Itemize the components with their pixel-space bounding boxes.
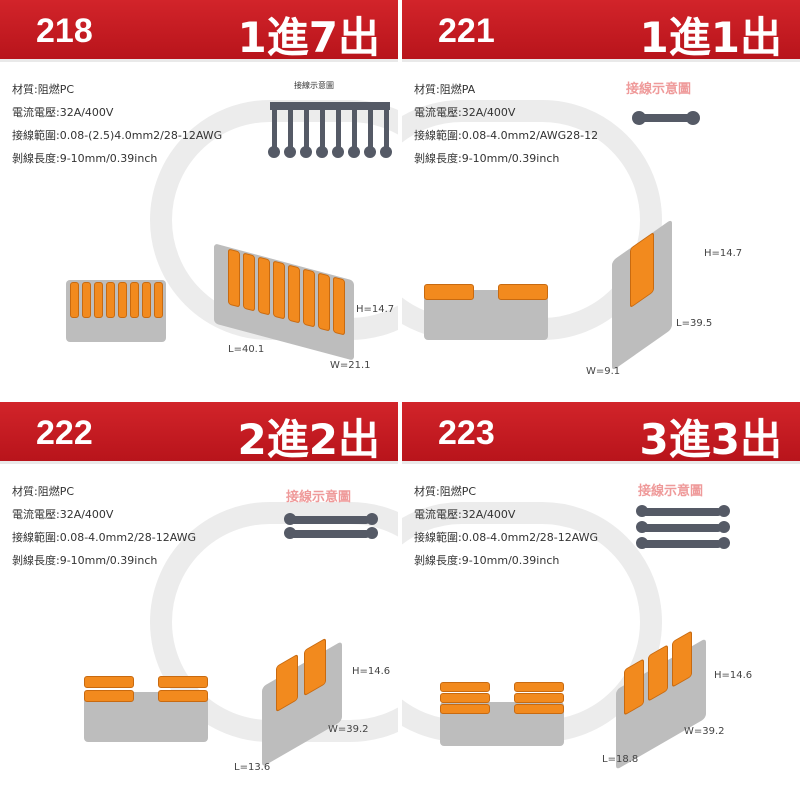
io-title: 1進7出 [237,13,380,62]
diagram-label: 接線示意圖 [286,490,352,505]
dim-length: L=39.5 [676,318,713,329]
spec-rating: 電流電壓:32A/400V [414,508,516,521]
spec-strip-length: 剝線長度:9-10mm/0.39inch [414,152,560,165]
spec-strip-length: 剝線長度:9-10mm/0.39inch [12,554,158,567]
spec-rating: 電流電壓:32A/400V [12,106,114,119]
dim-height: H=14.6 [352,666,391,677]
diagram-label: 接線示意圖 [638,484,704,499]
spec-rating: 電流電壓:32A/400V [12,508,114,521]
dim-width: W=39.2 [328,724,369,735]
panel-header: 218 1進7出 [0,0,398,62]
spec-range: 接線範圍:0.08-4.0mm2/28-12AWG [414,531,599,544]
panel-218: 218 1進7出 材質:阻燃PC 電流電壓:32A/400V 接線範圍:0.08… [0,0,398,398]
panel-header: 223 3進3出 [402,402,800,464]
spec-list: 材質:阻燃PC 電流電壓:32A/400V 接線範圍:0.08-4.0mm2/2… [12,480,196,572]
dim-width: W=21.1 [330,360,371,371]
dim-width: W=39.2 [684,726,725,737]
model-number: 223 [438,414,495,452]
spec-list: 材質:阻燃PA 電流電壓:32A/400V 接線範圍:0.08-4.0mm2/A… [414,78,598,170]
panel-222: 222 2進2出 材質:阻燃PC 電流電壓:32A/400V 接線範圍:0.08… [0,402,398,800]
io-title: 2進2出 [237,415,380,464]
spec-strip-length: 剝線長度:9-10mm/0.39inch [414,554,560,567]
spec-material: 材質:阻燃PC [12,485,75,498]
io-title: 3進3出 [639,415,782,464]
spec-material: 材質:阻燃PC [12,83,75,96]
dim-height: H=14.6 [714,670,753,681]
panel-header: 221 1進1出 [402,0,800,62]
spec-material: 材質:阻燃PC [414,485,477,498]
spec-material: 材質:阻燃PA [414,83,476,96]
panel-221: 221 1進1出 材質:阻燃PA 電流電壓:32A/400V 接線範圍:0.08… [402,0,800,398]
spec-strip-length: 剝線長度:9-10mm/0.39inch [12,152,158,165]
dim-height: H=14.7 [704,248,743,259]
spec-rating: 電流電壓:32A/400V [414,106,516,119]
spec-list: 材質:阻燃PC 電流電壓:32A/400V 接線範圍:0.08-(2.5)4.0… [12,78,222,170]
panel-header: 222 2進2出 [0,402,398,464]
io-title: 1進1出 [639,13,782,62]
diagram-label: 接線示意圖 [294,81,334,90]
diagram-label: 接線示意圖 [626,82,692,97]
dim-length: L=40.1 [228,344,265,355]
model-number: 221 [438,12,495,50]
model-number: 222 [36,414,93,452]
spec-range: 接線範圍:0.08-4.0mm2/28-12AWG [12,531,197,544]
dim-width: W=9.1 [586,366,621,377]
dim-height: H=14.7 [356,304,395,315]
spec-range: 接線範圍:0.08-(2.5)4.0mm2/28-12AWG [12,129,223,142]
panel-223: 223 3進3出 材質:阻燃PC 電流電壓:32A/400V 接線範圍:0.08… [402,402,800,800]
dim-length: L=18.8 [602,754,639,765]
spec-range: 接線範圍:0.08-4.0mm2/AWG28-12 [414,129,599,142]
spec-list: 材質:阻燃PC 電流電壓:32A/400V 接線範圍:0.08-4.0mm2/2… [414,480,598,572]
dim-length: L=13.6 [234,762,271,773]
model-number: 218 [36,12,93,50]
